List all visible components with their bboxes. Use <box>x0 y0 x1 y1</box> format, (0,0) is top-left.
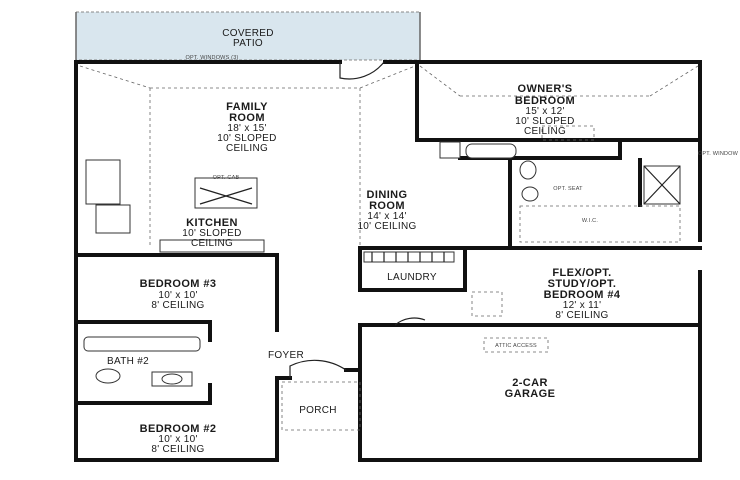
dining-room-name: DINING <box>367 189 408 201</box>
sloped-ceiling-lines <box>79 65 699 245</box>
bedroom2-size: 10' x 10' <box>158 434 197 445</box>
covered-patio-area <box>75 11 421 61</box>
covered-patio-label-2: PATIO <box>233 38 263 49</box>
porch-outline <box>281 381 361 431</box>
covered-patio-label: COVERED <box>222 28 274 39</box>
bedroom2-name: BEDROOM #2 <box>140 423 217 435</box>
opt-seat-label: OPT. SEAT <box>553 186 583 192</box>
family-room-name: FAMILY <box>226 101 268 113</box>
flex-size: 12' x 11' <box>563 300 602 311</box>
family-room-ceiling-2: CEILING <box>226 143 268 154</box>
attic-access-outline <box>483 337 549 353</box>
flex-ceiling: 8' CEILING <box>555 310 608 321</box>
owners-bedroom-name: OWNER'S <box>518 83 573 95</box>
garage-label: 2-CAR <box>512 377 548 389</box>
laundry-fixtures <box>363 251 503 317</box>
family-room-ceiling: 10' SLOPED <box>217 133 276 144</box>
porch-label: PORCH <box>299 405 337 416</box>
flex-line2: STUDY/OPT. <box>548 278 617 290</box>
kitchen-ceiling-2: CEILING <box>191 238 233 249</box>
owners-bath-fixtures <box>439 125 681 243</box>
kitchen-fixtures <box>85 159 265 253</box>
bath2-label: BATH #2 <box>107 356 149 367</box>
owners-bedroom-size: 15' x 12' <box>525 106 564 117</box>
doors <box>289 61 426 378</box>
owners-bedroom-ceiling-2: CEILING <box>524 126 566 137</box>
opt-window-right-label: OPT. WINDOW <box>698 151 739 157</box>
opt-windows-label: OPT. WINDOWS (3) <box>185 55 238 61</box>
flex-line1: FLEX/OPT. <box>552 267 611 279</box>
wic-label: W.I.C. <box>582 218 598 224</box>
bedroom3-ceiling: 8' CEILING <box>151 300 204 311</box>
kitchen-ceiling: 10' SLOPED <box>182 228 241 239</box>
dining-room-name-2: ROOM <box>369 200 405 212</box>
bath2-fixtures <box>83 336 201 387</box>
owners-bedroom-ceiling: 10' SLOPED <box>515 116 574 127</box>
laundry-label: LAUNDRY <box>387 272 437 283</box>
opt-cab-label: OPT. CAB <box>213 175 240 181</box>
family-room-size: 18' x 15' <box>227 123 266 134</box>
garage-label-2: GARAGE <box>505 388 556 400</box>
interior-walls <box>76 60 702 405</box>
bedroom2-ceiling: 8' CEILING <box>151 444 204 455</box>
bedroom3-name: BEDROOM #3 <box>140 278 217 290</box>
bedroom3-size: 10' x 10' <box>158 290 197 301</box>
attic-label: ATTIC ACCESS <box>495 343 537 349</box>
dining-room-size: 14' x 14' <box>367 211 406 222</box>
foyer-label: FOYER <box>268 350 304 361</box>
owners-bedroom-name-2: BEDROOM <box>515 95 575 107</box>
kitchen-name: KITCHEN <box>186 217 238 229</box>
dining-room-ceiling: 10' CEILING <box>357 221 416 232</box>
family-room-name-2: ROOM <box>229 112 265 124</box>
flex-line3: BEDROOM #4 <box>544 289 621 301</box>
